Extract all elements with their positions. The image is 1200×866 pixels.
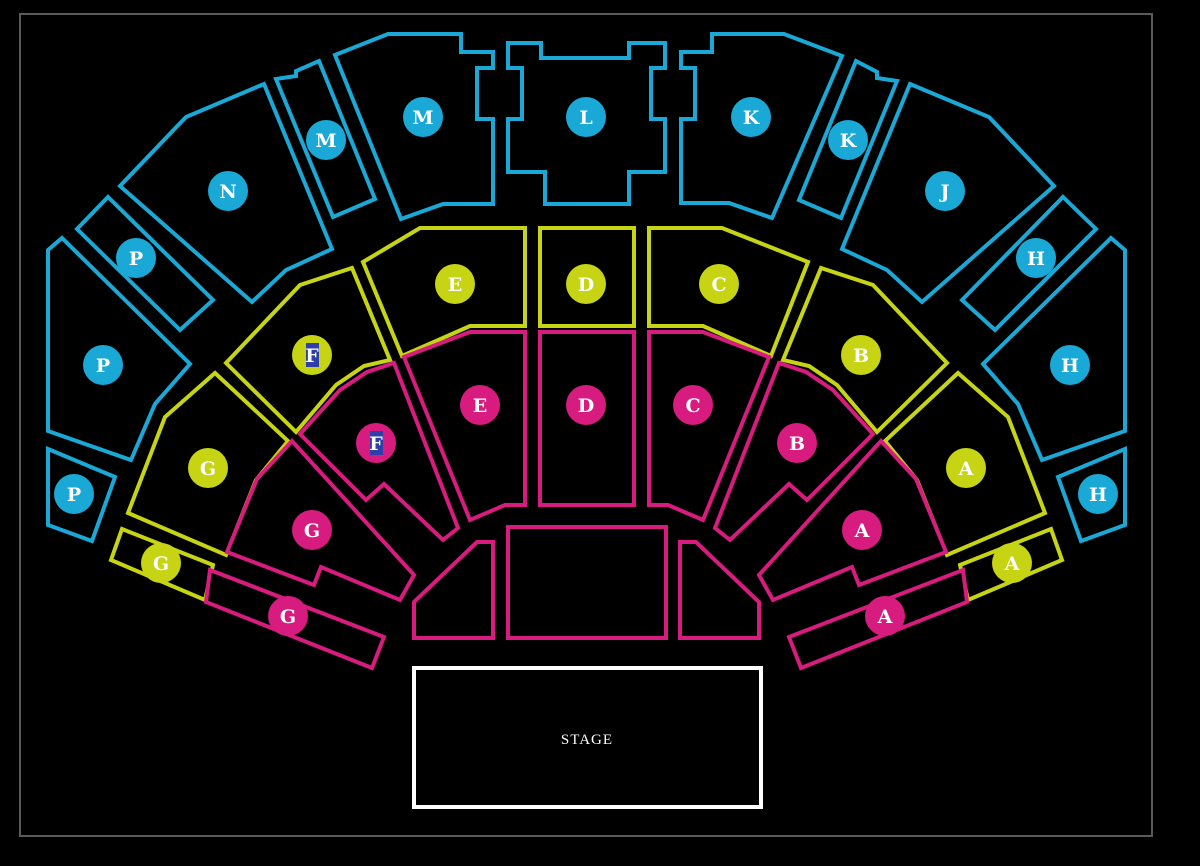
- badge-circle-icon: [460, 385, 500, 425]
- section-badge-floor-A[interactable]: A: [842, 510, 882, 550]
- badge-circle-icon: [188, 448, 228, 488]
- badge-circle-icon: [865, 596, 905, 636]
- section-badge-upper-N[interactable]: N: [208, 171, 248, 211]
- badge-circle-icon: [83, 345, 123, 385]
- section-badge-upper-H-main[interactable]: H: [1050, 345, 1090, 385]
- section-badge-upper-P-aisle[interactable]: P: [116, 238, 156, 278]
- badge-circle-icon: [141, 543, 181, 583]
- section-badge-upper-K-main[interactable]: K: [731, 97, 771, 137]
- section-badge-floor-E[interactable]: E: [460, 385, 500, 425]
- section-pit-left[interactable]: [412, 540, 495, 640]
- section-upper-H-main[interactable]: [980, 235, 1127, 463]
- section-badge-mid-A[interactable]: A: [946, 448, 986, 488]
- section-badge-upper-J[interactable]: J: [925, 171, 965, 211]
- section-badge-floor-D[interactable]: D: [566, 385, 606, 425]
- section-badge-mid-D[interactable]: D: [566, 264, 606, 304]
- badge-circle-icon: [699, 264, 739, 304]
- badge-circle-icon: [777, 423, 817, 463]
- section-badge-upper-P-lower[interactable]: P: [54, 474, 94, 514]
- section-badge-upper-P-main[interactable]: P: [83, 345, 123, 385]
- section-badge-upper-H-aisle[interactable]: H: [1016, 238, 1056, 278]
- section-badge-mid-G[interactable]: G: [188, 448, 228, 488]
- stage: [412, 666, 763, 809]
- badge-circle-icon: [841, 335, 881, 375]
- section-badge-mid-E[interactable]: E: [435, 264, 475, 304]
- badge-circle-icon: [992, 543, 1032, 583]
- section-badge-upper-M-aisle[interactable]: M: [306, 120, 346, 160]
- badge-circle-icon: [1016, 238, 1056, 278]
- badge-circle-icon: [731, 97, 771, 137]
- section-pit-center[interactable]: [506, 525, 668, 640]
- badge-circle-icon: [1050, 345, 1090, 385]
- section-badge-mid-G-front[interactable]: G: [141, 543, 181, 583]
- section-badge-mid-A-front[interactable]: A: [992, 543, 1032, 583]
- badge-circle-icon: [268, 596, 308, 636]
- badge-circle-icon: [566, 385, 606, 425]
- section-badge-floor-G-front[interactable]: G: [268, 596, 308, 636]
- section-badge-floor-B[interactable]: B: [777, 423, 817, 463]
- badge-circle-icon: [208, 171, 248, 211]
- section-badge-mid-F[interactable]: F: [292, 335, 332, 375]
- map-frame: [19, 13, 1153, 837]
- text-selection-highlight: [306, 343, 319, 367]
- badge-circle-icon: [828, 120, 868, 160]
- section-badge-upper-K-aisle[interactable]: K: [828, 120, 868, 160]
- section-badge-floor-G[interactable]: G: [292, 510, 332, 550]
- section-badge-floor-C[interactable]: C: [673, 385, 713, 425]
- stage-label: STAGE: [561, 732, 613, 748]
- badge-circle-icon: [566, 97, 606, 137]
- badge-circle-icon: [54, 474, 94, 514]
- section-badge-upper-H-lower[interactable]: H: [1078, 474, 1118, 514]
- badge-circle-icon: [673, 385, 713, 425]
- section-badge-upper-M-main[interactable]: M: [403, 97, 443, 137]
- badge-circle-icon: [403, 97, 443, 137]
- badge-circle-icon: [292, 510, 332, 550]
- section-upper-P-main[interactable]: [46, 235, 193, 463]
- section-badge-mid-B[interactable]: B: [841, 335, 881, 375]
- section-badge-upper-L[interactable]: L: [566, 97, 606, 137]
- text-selection-highlight: [370, 431, 383, 455]
- section-floor-E[interactable]: [401, 330, 527, 523]
- section-badge-mid-C[interactable]: C: [699, 264, 739, 304]
- badge-circle-icon: [925, 171, 965, 211]
- badge-circle-icon: [1078, 474, 1118, 514]
- badge-circle-icon: [946, 448, 986, 488]
- section-badge-floor-F[interactable]: F: [356, 423, 396, 463]
- badge-circle-icon: [566, 264, 606, 304]
- badge-circle-icon: [306, 120, 346, 160]
- badge-circle-icon: [116, 238, 156, 278]
- badge-circle-icon: [435, 264, 475, 304]
- section-pit-right[interactable]: [678, 540, 761, 640]
- section-badge-floor-A-front[interactable]: A: [865, 596, 905, 636]
- section-floor-C[interactable]: [647, 330, 772, 523]
- badge-circle-icon: [842, 510, 882, 550]
